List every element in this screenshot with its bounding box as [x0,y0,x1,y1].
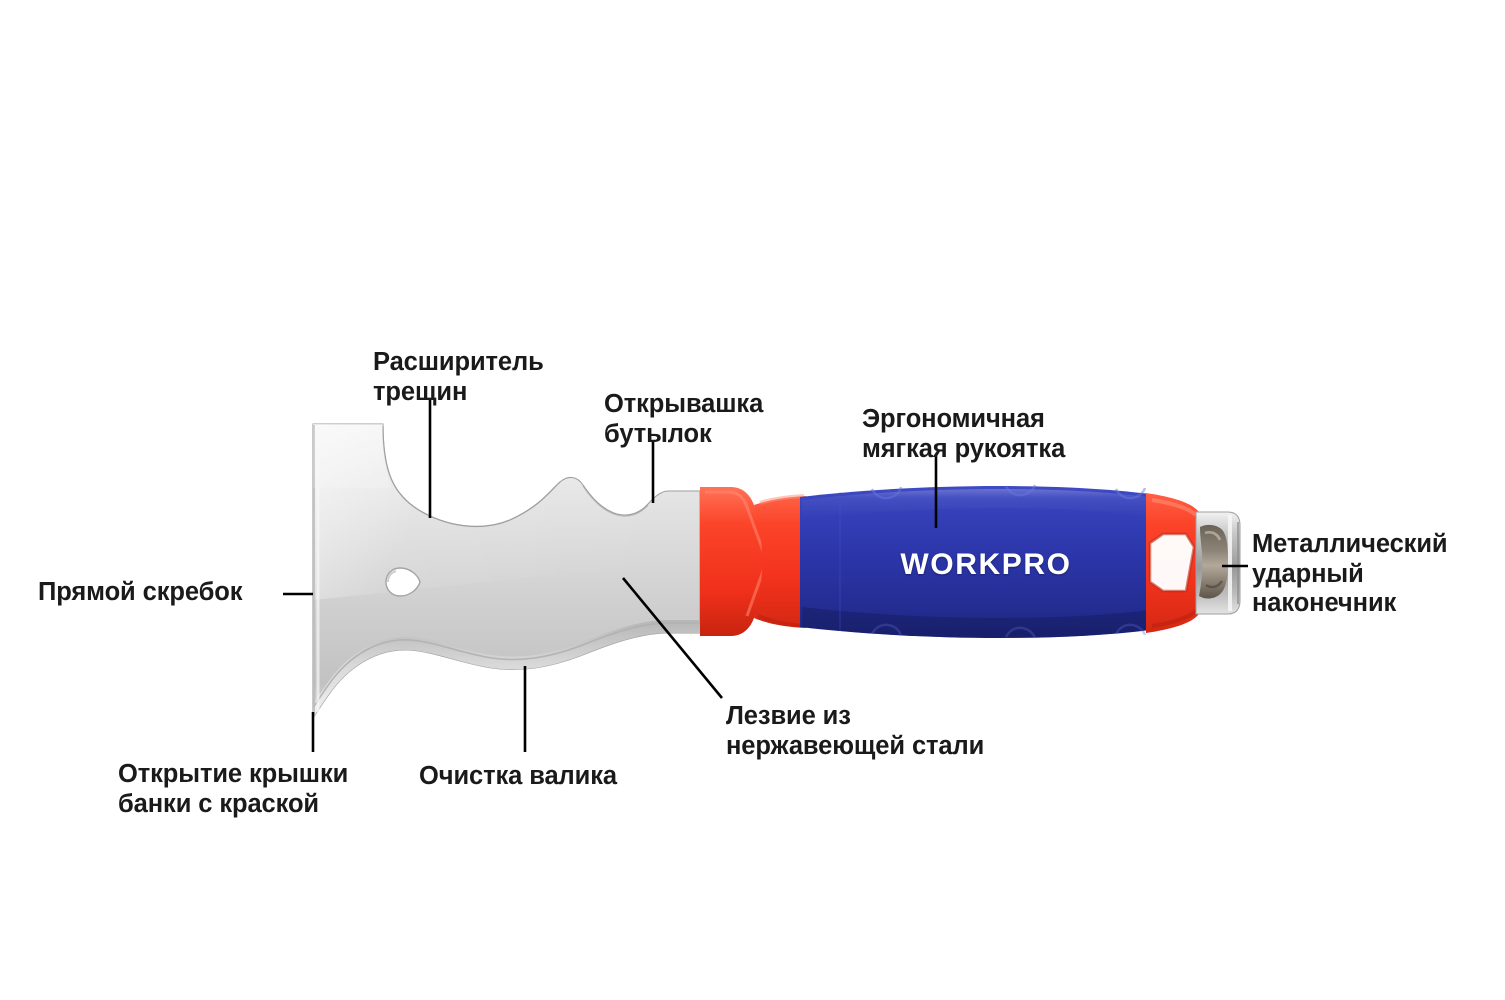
callout-crack-widener: Расширитель трещин [373,348,544,406]
callout-metal-strike-cap: Металлический ударный наконечник [1252,530,1448,618]
blue-soft-handle [800,484,1150,639]
leader-blade-steel [621,577,724,699]
callout-straight-scraper: Прямой скребок [38,578,243,606]
red-ferrule-front [700,487,806,636]
red-end-collar [1146,493,1204,633]
blade-group [312,423,701,720]
callout-ergonomic-soft-grip: Эргономичная мягкая рукоятка [862,405,1066,463]
hex-hole [1150,534,1194,591]
hang-hole [385,567,421,597]
leader-lines [283,398,1248,752]
grip-ridges [870,484,1147,500]
brand-wordmark: WORKPRO [900,548,1072,581]
metal-strike-cap [1195,511,1241,615]
callout-bottle-opener: Открывашка бутылок [604,390,764,448]
grip-ridges-bottom [870,623,1147,639]
callout-stainless-blade: Лезвие из нержавеющей стали [726,702,985,760]
callout-paint-can-opener: Открытие крышки банки с краской [118,760,349,818]
callout-roller-cleaner: Очистка валика [419,762,617,790]
